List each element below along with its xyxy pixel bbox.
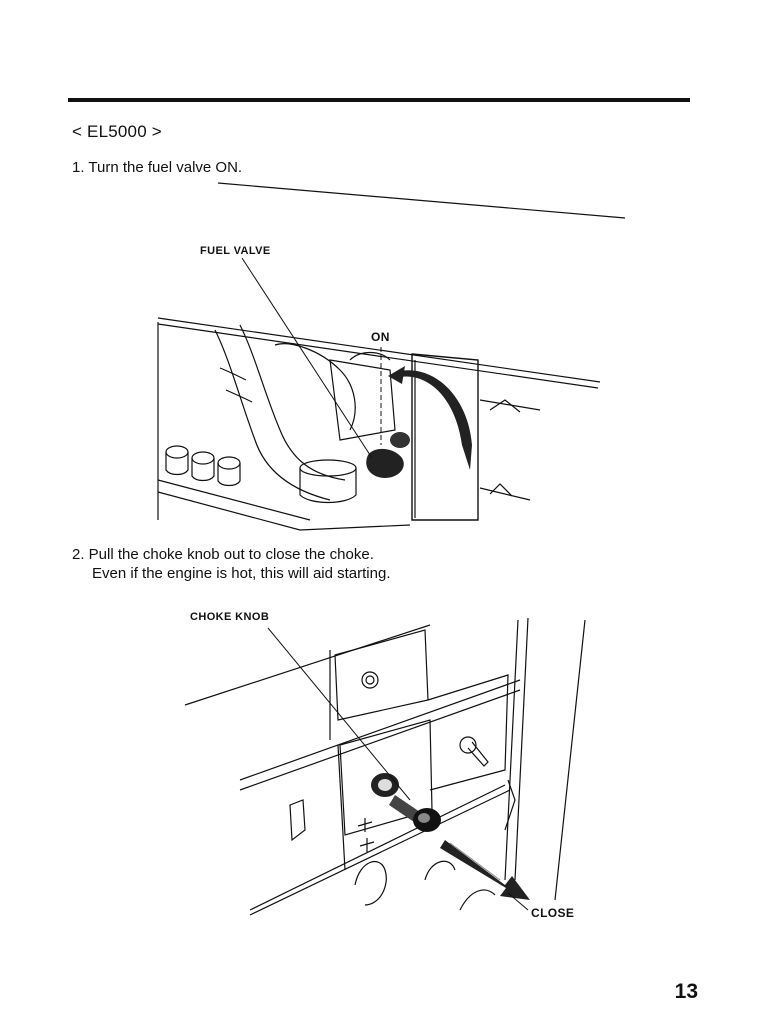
on-callout: ON [371, 330, 390, 344]
close-direction-arrow [440, 840, 530, 900]
fuel-valve-leader-line [241, 257, 373, 459]
choke-knob[interactable] [371, 773, 441, 832]
step-1-text: 1. Turn the fuel valve ON. [72, 159, 243, 176]
fuel-valve-lever[interactable] [366, 432, 410, 478]
page-number: 13 [674, 980, 698, 1003]
step-2-line-1: 2. Pull the choke knob out to close the … [72, 546, 374, 563]
close-callout: CLOSE [531, 906, 575, 920]
choke-knob-callout: CHOKE KNOB [190, 611, 270, 623]
header-rule [68, 98, 690, 102]
close-leader-line [507, 892, 529, 911]
choke-knob-leader-line [267, 627, 411, 801]
on-arrowhead [388, 366, 405, 384]
model-heading: < EL5000 > [72, 122, 162, 141]
step-2-text: 2. Pull the choke knob out to close the … [72, 545, 391, 583]
step-2-line-2: Even if the engine is hot, this will aid… [92, 565, 391, 582]
fuel-valve-callout: FUEL VALVE [200, 245, 271, 257]
on-direction-arrow [395, 370, 472, 470]
